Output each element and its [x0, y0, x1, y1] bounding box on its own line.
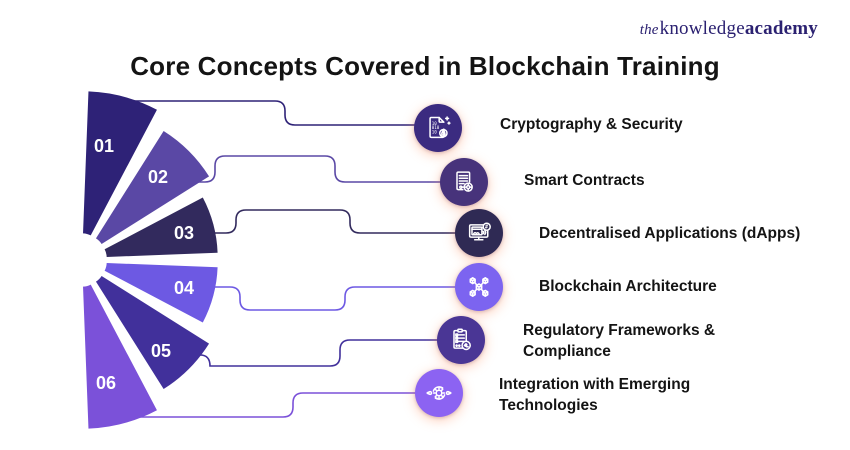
fan-segment-number-02: 02 — [148, 167, 168, 187]
item-label-cryptography: Cryptography & Security — [500, 115, 683, 133]
monitor-app-icon: # — [468, 222, 491, 241]
connector-5 — [179, 339, 439, 367]
knowledge-academy-logo: theknowledgeacademy — [640, 18, 818, 40]
fan-segment-number-03: 03 — [174, 223, 194, 243]
logo-the: the — [639, 22, 659, 38]
svg-text:10: 10 — [432, 121, 438, 126]
fan-segment-06 — [83, 284, 157, 429]
item-label-integration: Integration with Emerging Technologies — [499, 376, 691, 414]
svg-text:10: 10 — [432, 129, 438, 134]
fan-segment-02 — [95, 130, 210, 245]
page-title: Core Concepts Covered in Blockchain Trai… — [130, 51, 720, 81]
logo-knowledge: knowledge — [659, 18, 745, 39]
fan-segment-number-06: 06 — [96, 373, 116, 393]
fan-segments: 01 02 03 04 05 06 — [83, 91, 218, 429]
connector-4 — [202, 286, 457, 311]
contract-document-icon — [456, 171, 473, 192]
svg-text:#: # — [485, 224, 488, 230]
connector-lines — [114, 100, 457, 418]
blockchain-architecture-icon — [455, 263, 503, 311]
item-label-architecture: Blockchain Architecture — [539, 277, 717, 295]
fan-segment-number-05: 05 — [151, 341, 171, 361]
integration-icon — [415, 369, 463, 417]
logo-academy: academy — [744, 18, 818, 39]
fan-segment-03 — [104, 197, 218, 257]
clipboard-gavel-icon — [453, 328, 471, 351]
regulatory-compliance-icon — [437, 316, 485, 364]
fan-segment-05 — [95, 275, 210, 390]
fan-segment-01 — [83, 91, 157, 236]
binary-lock-document-icon: 10 010 10 — [429, 116, 451, 139]
connector-6 — [114, 392, 416, 418]
svg-text:010: 010 — [432, 125, 440, 130]
fan-segment-number-04: 04 — [174, 278, 194, 298]
gear-sync-icon — [426, 386, 452, 400]
connector-3 — [202, 209, 457, 234]
connector-2 — [189, 155, 442, 183]
fan-segment-number-01: 01 — [94, 136, 114, 156]
dapps-icon: # — [455, 209, 503, 257]
smart-contracts-icon — [440, 158, 488, 206]
item-label-smart-contracts: Smart Contracts — [524, 171, 645, 189]
item-label-dapps: Decentralised Applications (dApps) — [539, 224, 801, 242]
cryptography-icon: 10 010 10 — [414, 104, 462, 152]
connector-1 — [129, 100, 417, 126]
item-label-regulatory: Regulatory Frameworks & Compliance — [523, 322, 716, 360]
fan-segment-04 — [104, 263, 218, 323]
linked-cubes-icon — [469, 277, 489, 297]
